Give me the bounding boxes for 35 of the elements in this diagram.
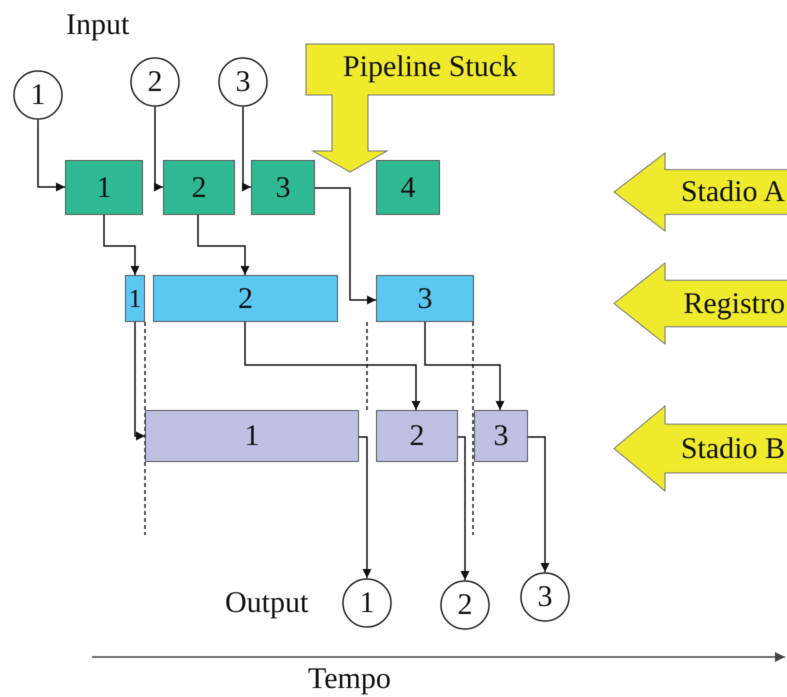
stage-box: 3 — [474, 410, 528, 462]
arrow — [359, 436, 372, 578]
row-label: Input — [66, 10, 130, 40]
stage-box: 1 — [145, 410, 359, 462]
stage-box: 2 — [163, 160, 235, 215]
arrow — [134, 322, 145, 440]
row-label: Output — [225, 588, 308, 618]
arrow — [458, 436, 470, 580]
input-circle: 2 — [130, 57, 180, 107]
input-circle: 1 — [13, 70, 63, 120]
arrow — [154, 107, 163, 192]
arrow — [424, 322, 504, 410]
block-arrow: Pipeline Stuck — [305, 43, 555, 173]
register-box: 3 — [376, 275, 474, 322]
output-circle: 2 — [440, 580, 490, 630]
block-arrow: Stadio A — [613, 152, 787, 232]
block-arrow: Stadio B — [613, 405, 787, 492]
register-box: 2 — [153, 275, 338, 322]
arrow — [528, 436, 550, 572]
input-circle: 3 — [218, 57, 268, 107]
stage-box: 4 — [376, 160, 440, 215]
register-box: 1 — [125, 275, 145, 322]
axis-label: Tempo — [308, 664, 391, 694]
arrow — [103, 215, 140, 275]
arrow — [242, 107, 251, 192]
arrow — [37, 120, 65, 192]
arrow — [197, 215, 250, 275]
arrow — [244, 322, 420, 410]
arrow — [315, 187, 376, 304]
output-circle: 1 — [342, 578, 392, 628]
block-arrow: Registro — [613, 262, 787, 345]
output-circle: 3 — [520, 572, 570, 622]
stage-box: 1 — [65, 160, 143, 215]
stage-box: 3 — [251, 160, 315, 215]
stage-box: 2 — [376, 410, 458, 462]
